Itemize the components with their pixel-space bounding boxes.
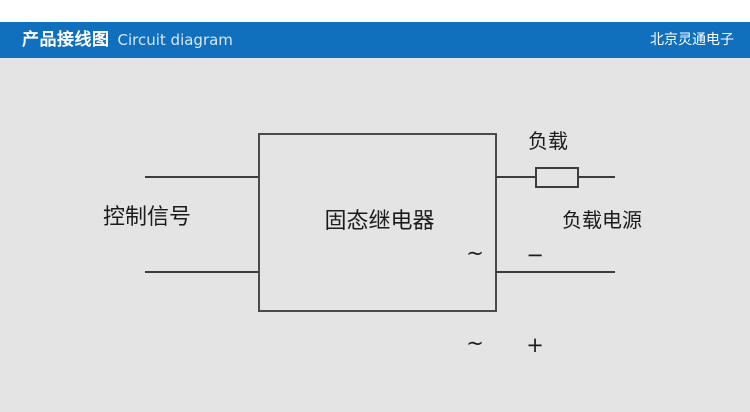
wire-load-bottom	[496, 271, 615, 273]
terminal-ac-bottom: ~	[466, 331, 484, 355]
terminal-negative: −	[526, 243, 544, 267]
load-resistor-symbol	[535, 167, 579, 188]
page-title-en: Circuit diagram	[117, 30, 233, 49]
label-control-signal: 控制信号	[103, 205, 192, 230]
brand-name: 北京灵通电子	[650, 32, 734, 48]
header-title-group: 产品接线图 Circuit diagram	[22, 22, 233, 58]
wire-load-top-left	[496, 176, 537, 178]
terminal-ac-top: ~	[466, 241, 484, 265]
terminal-positive: +	[526, 333, 544, 357]
page-title-cn: 产品接线图	[22, 29, 110, 50]
label-load-power: 负载电源	[562, 208, 642, 232]
label-load: 负载	[528, 129, 568, 153]
wire-control-signal-top	[145, 176, 260, 178]
header-bar: 产品接线图 Circuit diagram 北京灵通电子	[0, 22, 750, 58]
wire-load-top-right	[577, 176, 615, 178]
solid-state-relay-box: 固态继电器 − + ~ ~	[258, 133, 544, 356]
relay-label: 固态继电器	[324, 209, 435, 234]
wire-control-signal-bottom	[145, 271, 260, 273]
diagram-canvas: 固态继电器 − + ~ ~ 控制信号 负载 负载电源	[0, 58, 750, 412]
